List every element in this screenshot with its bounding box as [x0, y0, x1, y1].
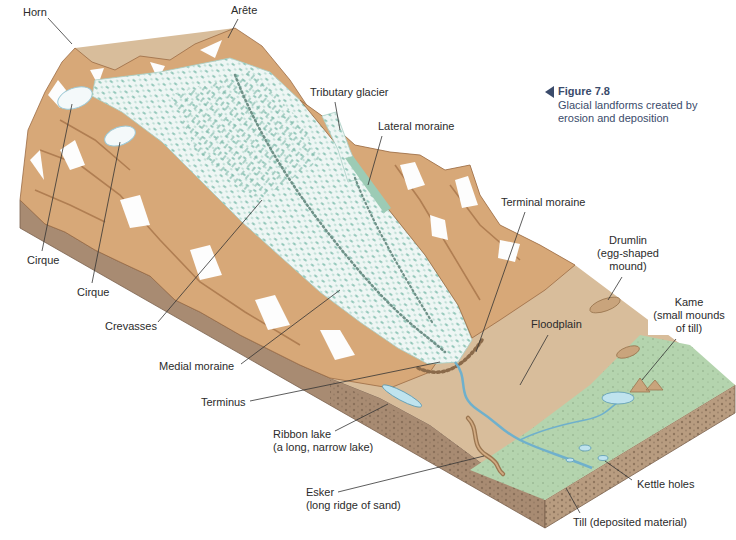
outwash-lake [602, 392, 634, 404]
kettle-hole [598, 456, 608, 461]
landform-label: (small mounds of till) [648, 309, 730, 335]
leader-line [605, 461, 632, 480]
leader-line [48, 18, 72, 44]
kettle-hole [579, 445, 591, 451]
landform-label: Medial moraine [158, 360, 235, 373]
esker-highlight [468, 418, 503, 474]
landform-label: Terminus [200, 396, 247, 409]
medial-moraine [235, 75, 445, 352]
leader-line [250, 362, 440, 401]
snow-patch [200, 40, 222, 58]
landform-label: Horn [22, 6, 48, 19]
landform-label: Till (deposited material) [572, 516, 688, 529]
snow-patch [320, 330, 355, 360]
snow-patch [30, 150, 44, 180]
kame-mound [630, 378, 663, 392]
leader-line [368, 136, 382, 185]
terminal-moraine [418, 340, 482, 372]
drumlin-mound [588, 294, 622, 316]
landform-label: Floodplain [530, 318, 583, 331]
landform-label: Kettle holes [636, 478, 695, 491]
leader-lines [42, 18, 676, 513]
leader-line [241, 290, 340, 364]
landform-label: Drumlin [592, 234, 664, 247]
leader-line [520, 335, 548, 385]
landform-label: (long ridge of sand) [305, 499, 402, 512]
drumlin-mound [615, 343, 641, 361]
landform-label: (egg-shaped mound) [592, 247, 664, 273]
leader-line [642, 339, 676, 380]
snow-patch [120, 195, 150, 228]
river-braid [520, 398, 625, 440]
ribbon-lake [380, 382, 423, 411]
leader-line [338, 456, 484, 492]
leader-line [335, 404, 388, 431]
leader-line [335, 102, 340, 130]
landform-label: Tributary glacier [309, 86, 389, 99]
leader-line [476, 212, 525, 352]
landform-label: Esker [305, 486, 335, 499]
landform-label: Cirque [76, 286, 110, 299]
landform-label: Kame [648, 296, 730, 309]
mountain-range [300, 100, 575, 338]
landform-label: Terminal moraine [500, 196, 586, 209]
snow-patch [255, 295, 290, 330]
valley-floor [20, 28, 735, 500]
landform-label: Crevasses [104, 320, 158, 333]
leader-line [228, 19, 238, 38]
leader-line [92, 142, 120, 283]
till-texture [470, 335, 735, 500]
leader-line [42, 104, 72, 251]
river [455, 362, 592, 468]
cirque-bowl [102, 122, 138, 150]
esker-ridge [468, 418, 503, 474]
figure-marker [545, 86, 554, 98]
figure-caption: Glacial landforms created by erosion and… [558, 99, 723, 125]
landform-label: Arête [230, 4, 258, 17]
landform-label: Ribbon lake [272, 428, 332, 441]
leader-line [566, 488, 580, 513]
snow-patch [400, 162, 425, 190]
landform-label: Lateral moraine [377, 120, 455, 133]
snow-patches [400, 162, 520, 262]
leader-line [158, 200, 262, 322]
till-plain [470, 335, 735, 500]
snow-patch [190, 245, 222, 280]
kettle-hole [566, 458, 574, 462]
snow-patch [430, 215, 448, 240]
landform-label: Cirque [26, 254, 60, 267]
leader-line [608, 277, 622, 300]
figure-number: Figure 7.8 [558, 85, 610, 98]
medial-moraine [355, 178, 432, 322]
cirque-bowl [55, 82, 96, 113]
landform-label: (a long, narrow lake) [272, 441, 374, 454]
crevasse-field [170, 70, 320, 200]
snow-patch [455, 176, 478, 208]
